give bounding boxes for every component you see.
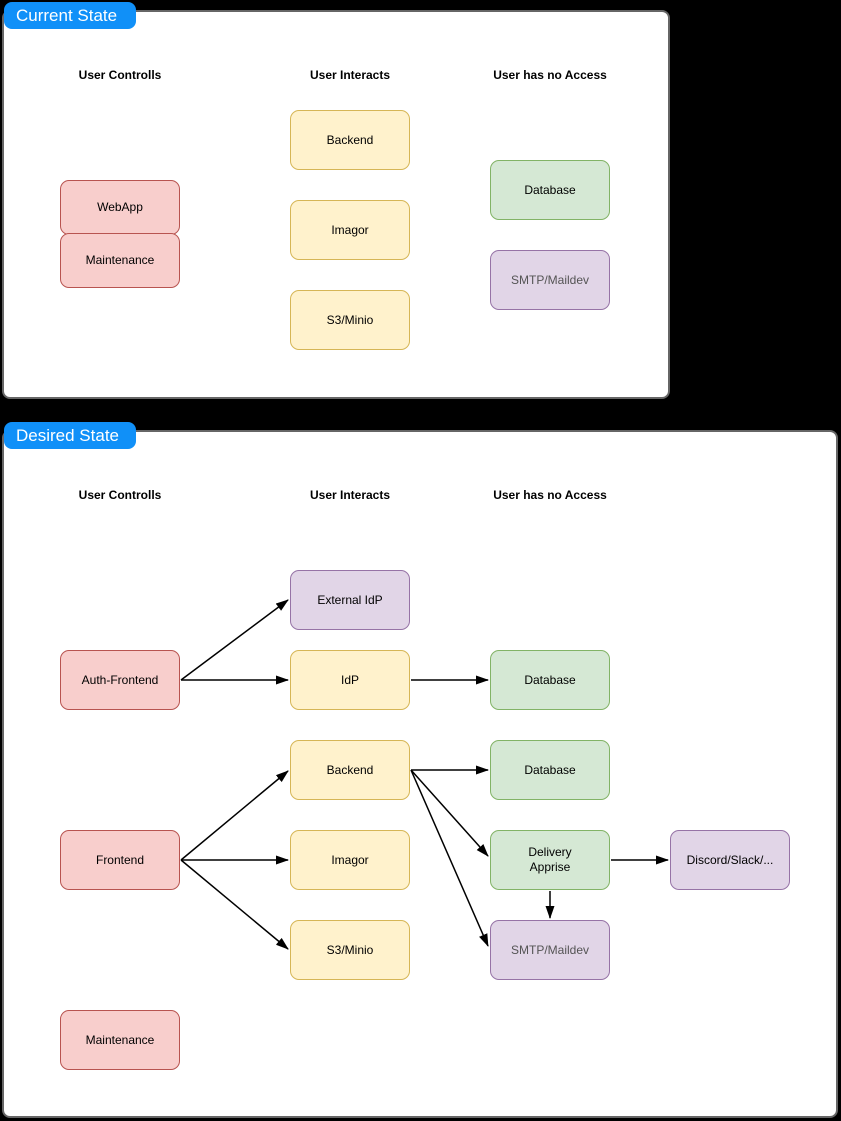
node-current-state-imagor: Imagor [290, 200, 410, 260]
node-desired-state-idp: IdP [290, 650, 410, 710]
node-current-state-backend: Backend [290, 110, 410, 170]
node-current-state-database: Database [490, 160, 610, 220]
node-desired-state-backend: Backend [290, 740, 410, 800]
node-desired-state-external-idp: External IdP [290, 570, 410, 630]
column-header-current-state-0: User Controlls [78, 68, 162, 82]
node-current-state-smtp-maildev: SMTP/Maildev [490, 250, 610, 310]
node-desired-state-database-backend: Database [490, 740, 610, 800]
panel-label-desired-state: Desired State [4, 422, 136, 449]
node-desired-state-smtp-maildev: SMTP/Maildev [490, 920, 610, 980]
node-desired-state-discord-slack: Discord/Slack/... [670, 830, 790, 890]
node-current-state-webapp: WebApp [60, 180, 180, 235]
node-current-state-maintenance: Maintenance [60, 233, 180, 288]
column-header-desired-state-1: User Interacts [309, 488, 391, 502]
node-desired-state-maintenance: Maintenance [60, 1010, 180, 1070]
node-desired-state-auth-frontend: Auth-Frontend [60, 650, 180, 710]
node-desired-state-database-idp: Database [490, 650, 610, 710]
node-current-state-s3-minio: S3/Minio [290, 290, 410, 350]
node-desired-state-frontend: Frontend [60, 830, 180, 890]
node-desired-state-delivery-apprise: Delivery Apprise [490, 830, 610, 890]
node-desired-state-imagor: Imagor [290, 830, 410, 890]
column-header-current-state-1: User Interacts [309, 68, 391, 82]
column-header-current-state-2: User has no Access [493, 68, 607, 82]
node-desired-state-s3-minio: S3/Minio [290, 920, 410, 980]
column-header-desired-state-2: User has no Access [493, 488, 607, 502]
panel-label-current-state: Current State [4, 2, 136, 29]
column-header-desired-state-0: User Controlls [78, 488, 162, 502]
